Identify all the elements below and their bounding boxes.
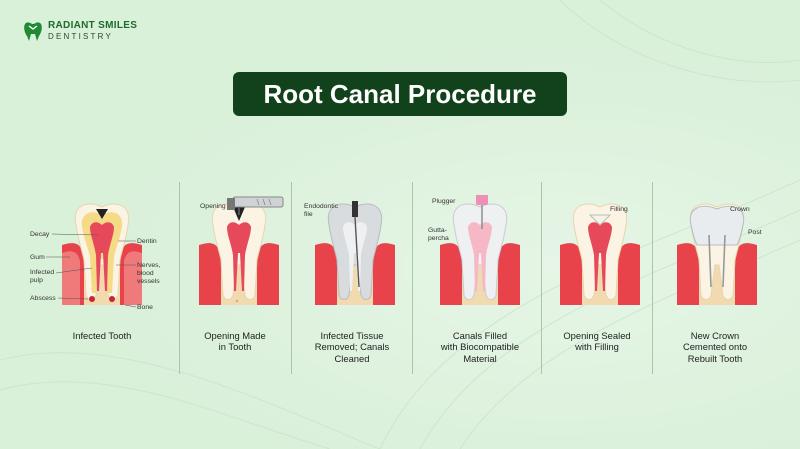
sealed-tooth-illustration bbox=[560, 203, 640, 305]
label-opening: Opening bbox=[200, 203, 226, 210]
divider bbox=[652, 182, 653, 374]
step1-leader-lines bbox=[46, 233, 137, 308]
divider bbox=[412, 182, 413, 374]
page-title: Root Canal Procedure bbox=[263, 78, 537, 109]
step-caption-2: Opening Made in Tooth bbox=[204, 330, 266, 353]
logo-name: RADIANT SMILES bbox=[48, 20, 138, 31]
label-bone: Bone bbox=[137, 304, 153, 311]
crown-tooth-illustration bbox=[677, 203, 757, 305]
label-infected-pulp: Infected pulp bbox=[30, 269, 55, 284]
divider bbox=[291, 182, 292, 374]
label-gum: Gum bbox=[30, 254, 45, 261]
step-caption-5: Opening Sealed with Filling bbox=[563, 330, 631, 353]
label-crown: Crown bbox=[730, 206, 750, 213]
label-dentin: Dentin bbox=[137, 238, 157, 245]
tooth-logo-icon bbox=[24, 22, 42, 41]
opening-tooth-illustration bbox=[199, 196, 284, 305]
step-caption-6: New Crown Cemented onto Rebuilt Tooth bbox=[682, 330, 748, 364]
divider bbox=[541, 182, 542, 374]
step-caption-4: Canals Filled with Biocompatible Materia… bbox=[440, 330, 520, 364]
brand-logo: RADIANT SMILES DENTISTRY bbox=[22, 20, 137, 42]
label-decay: Decay bbox=[30, 231, 50, 238]
divider bbox=[179, 182, 180, 374]
label-plugger: Plugger bbox=[432, 198, 456, 205]
label-nerves: Nerves, blood vessels bbox=[137, 262, 161, 285]
title-banner: Root Canal Procedure bbox=[233, 72, 567, 116]
label-abscess: Abscess bbox=[30, 295, 56, 302]
label-endodontic-file: Endodontic file bbox=[304, 203, 339, 218]
infected-tooth-illustration bbox=[62, 203, 142, 305]
label-gutta-percha: Gutta- percha bbox=[428, 227, 449, 242]
label-filling: Filling bbox=[610, 206, 628, 213]
cleaned-tooth-illustration bbox=[315, 201, 395, 305]
logo-subtitle: DENTISTRY bbox=[48, 32, 113, 41]
filled-canals-illustration bbox=[440, 195, 520, 305]
step-caption-1: Infected Tooth bbox=[72, 330, 132, 341]
label-post: Post bbox=[748, 229, 762, 236]
step-caption-3: Infected Tissue Removed; Canals Cleaned bbox=[314, 330, 390, 364]
